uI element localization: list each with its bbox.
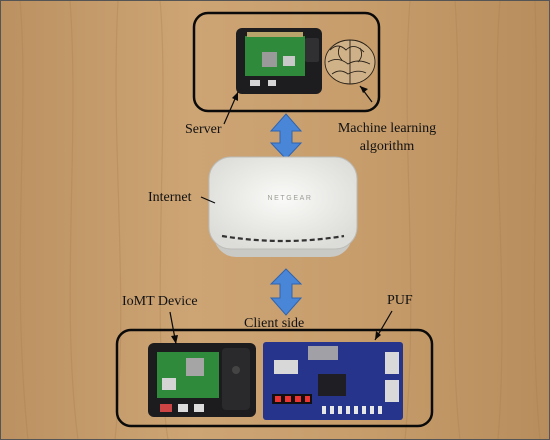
puf-fpga-board	[263, 342, 403, 420]
router: NETGEAR	[208, 156, 358, 257]
router-brand-text: NETGEAR	[267, 195, 312, 202]
label-puf: PUF	[387, 293, 413, 308]
label-server: Server	[185, 122, 222, 137]
iomt-pointer-arrowhead	[171, 335, 178, 344]
label-client-side: Client side	[244, 316, 305, 331]
server-frame	[192, 11, 381, 113]
server-pointer-arrowhead	[232, 92, 238, 101]
bottom-double-arrow	[269, 268, 303, 316]
label-ml-line1: Machine learning	[337, 121, 437, 136]
client-frame	[115, 328, 434, 428]
label-internet: Internet	[148, 190, 192, 205]
ml-pointer-arrowhead	[360, 86, 368, 93]
brain-icon	[324, 39, 376, 85]
label-iomt-device: IoMT Device	[122, 294, 198, 309]
internet-pointer-line	[200, 196, 216, 204]
wood-grain	[19, 0, 541, 440]
server-pi-case	[236, 28, 322, 94]
label-ml-line2: algorithm	[359, 139, 415, 154]
iomt-pi-case	[148, 343, 256, 417]
puf-pointer-arrowhead	[375, 331, 381, 340]
